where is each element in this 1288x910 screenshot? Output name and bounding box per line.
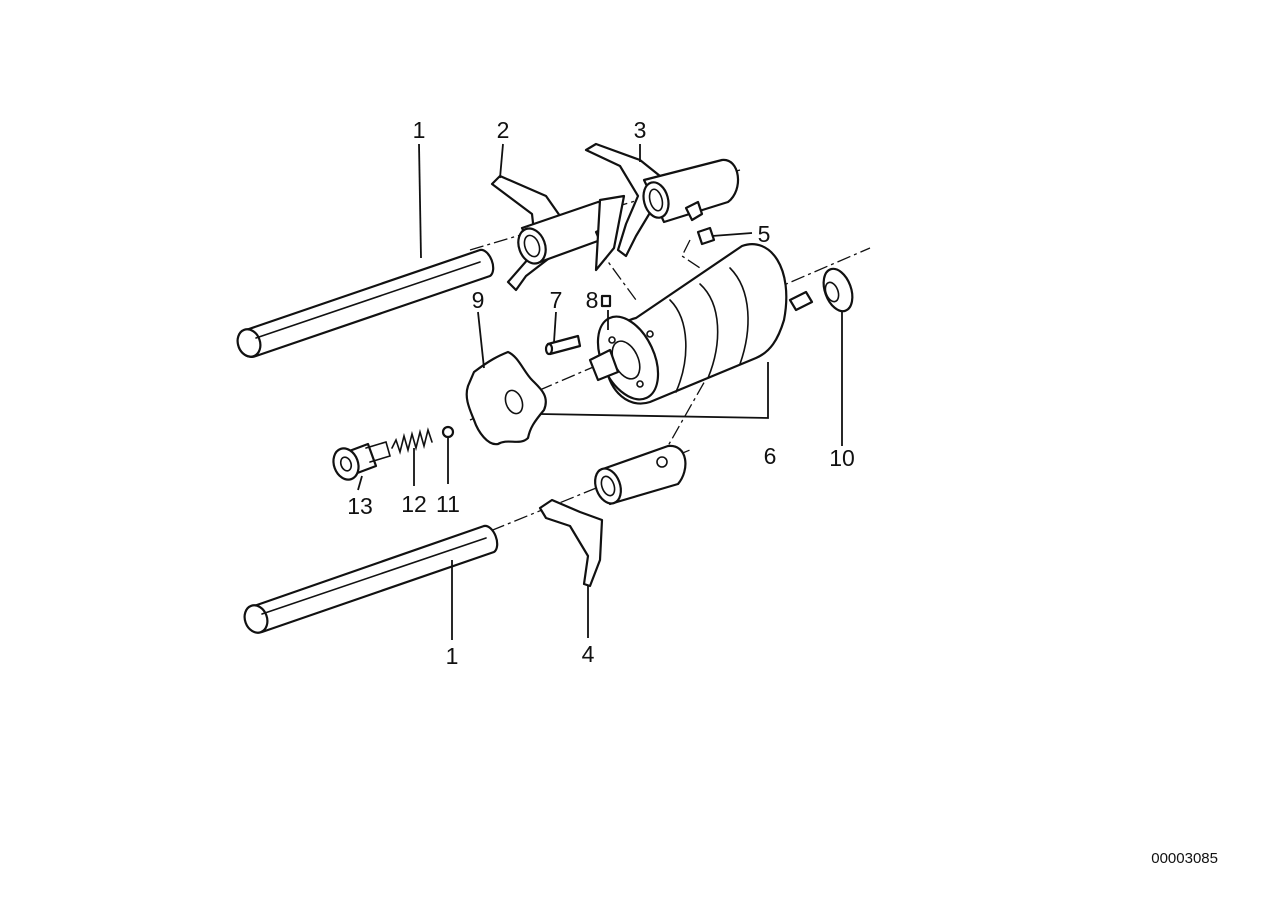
- shift-rail-lower: [243, 524, 499, 634]
- callout-2: 2: [497, 117, 510, 143]
- spring-12: [391, 427, 433, 455]
- shift-fork-2: [490, 174, 626, 292]
- pin-axis-3: [681, 239, 701, 269]
- leader-5: [711, 232, 753, 237]
- leader-9: [477, 311, 485, 369]
- leader-13: [357, 475, 363, 491]
- callout-numbers: 1 2 3 5 7 8 9 10 6 11 12 13 1 4: [347, 117, 855, 669]
- callout-5: 5: [758, 221, 771, 247]
- leader-6: [539, 362, 769, 419]
- leader-2: [499, 143, 504, 179]
- callout-3: 3: [634, 117, 647, 143]
- leader-1-top: [418, 143, 422, 259]
- callout-9: 9: [472, 287, 485, 313]
- detent-plate-9: [465, 350, 547, 446]
- pin-7: [544, 334, 582, 356]
- callout-6: 6: [764, 443, 777, 469]
- callout-12: 12: [401, 491, 427, 517]
- leader-7: [553, 311, 557, 343]
- callout-7: 7: [550, 287, 563, 313]
- lower-rail-axis: [467, 449, 691, 541]
- ball-11: [441, 425, 455, 439]
- sleeve-8: [600, 294, 612, 308]
- callout-10: 10: [829, 445, 855, 471]
- shift-fork-3: [584, 142, 740, 258]
- shift-drum-6: [588, 243, 814, 405]
- callout-13: 13: [347, 493, 373, 519]
- screw-plug-13: [332, 441, 391, 481]
- callout-1-bottom: 1: [446, 643, 459, 669]
- callout-1-top: 1: [413, 117, 426, 143]
- callout-8: 8: [586, 287, 599, 313]
- shift-rail-upper: [236, 248, 495, 358]
- leader-lines: [357, 143, 843, 640]
- guide-pin-5: [696, 226, 716, 246]
- callout-11: 11: [436, 491, 460, 517]
- bearing-10: [822, 267, 854, 313]
- drum-axis: [469, 247, 871, 421]
- reference-code: 00003085: [1151, 850, 1218, 867]
- shift-fork-4: [538, 444, 687, 588]
- callout-4: 4: [582, 641, 595, 667]
